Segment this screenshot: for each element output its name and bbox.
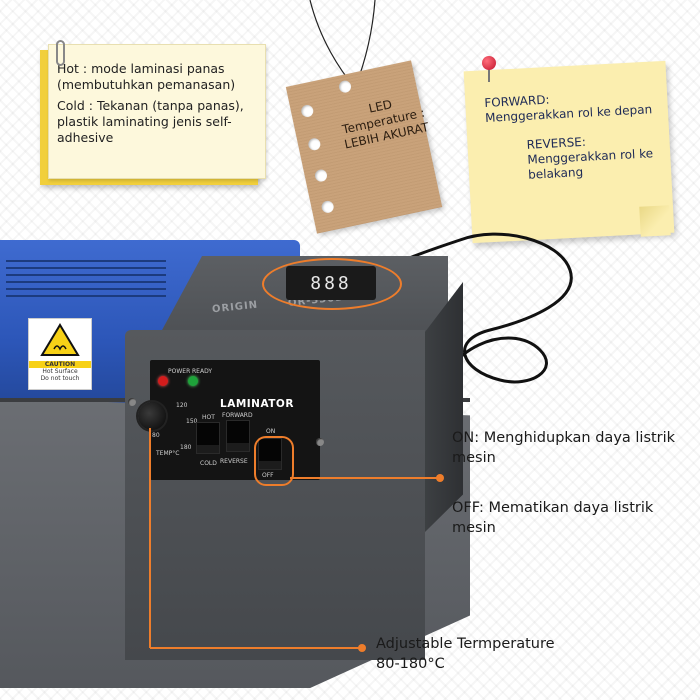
hot-label: HOT [202,414,215,421]
warning-triangle-icon [40,323,80,356]
power-switch-highlight [254,436,294,486]
callout-on: ON: Menghidupkan daya listrik mesin [452,430,676,466]
note-hot-text: Hot : mode laminasi panas (membutuhkan p… [57,61,236,92]
dial-150-label: 150 [186,418,198,425]
vent-grille [6,258,166,298]
off-label: OFF [262,472,274,479]
dial-120-label: 120 [176,402,188,409]
power-lamp-icon [158,376,168,386]
on-label: ON [266,428,276,435]
panel-title: LAMINATOR [220,398,294,410]
pushpin-icon [482,56,496,70]
temperature-knob[interactable] [138,402,166,430]
forward-reverse-switch[interactable] [226,420,250,452]
callout-temp-range: 80-180°C [376,656,445,672]
dial-180-label: 180 [180,444,192,451]
reverse-label: REVERSE [220,458,248,465]
callout-off: OFF: Mematikan daya listrik mesin [452,500,654,536]
power-lamp-label: POWER [168,368,191,375]
paperclip-icon [56,40,65,66]
cold-label: COLD [200,460,217,467]
warning-line-2: Do not touch [40,375,80,382]
sticky-note-hot-cold: Hot : mode laminasi panas (membutuhkan p… [48,44,266,179]
screw-icon [316,438,324,446]
ready-lamp-icon [188,376,198,386]
forward-label: FORWARD [222,412,253,419]
pushpin-needle [488,68,490,82]
warning-line-1: Hot Surface [42,368,78,375]
dial-80-label: 80 [152,432,160,439]
screw-icon [128,398,136,406]
temp-label: TEMP°C [156,450,180,457]
warning-title: CAUTION [29,361,91,368]
note-cold-text: Cold : Tekanan (tanpa panas), plastik la… [57,98,244,145]
hot-cold-switch[interactable] [196,422,220,454]
callout-temp-title: Adjustable Termperature [376,636,555,652]
hot-surface-warning-label: CAUTION Hot Surface Do not touch [28,318,92,390]
ready-lamp-label: READY [192,368,213,375]
control-panel: POWER READY 120 150 80 180 TEMP°C HOT CO… [150,360,320,480]
led-highlight-ring [262,258,402,310]
controller-side [425,282,463,532]
